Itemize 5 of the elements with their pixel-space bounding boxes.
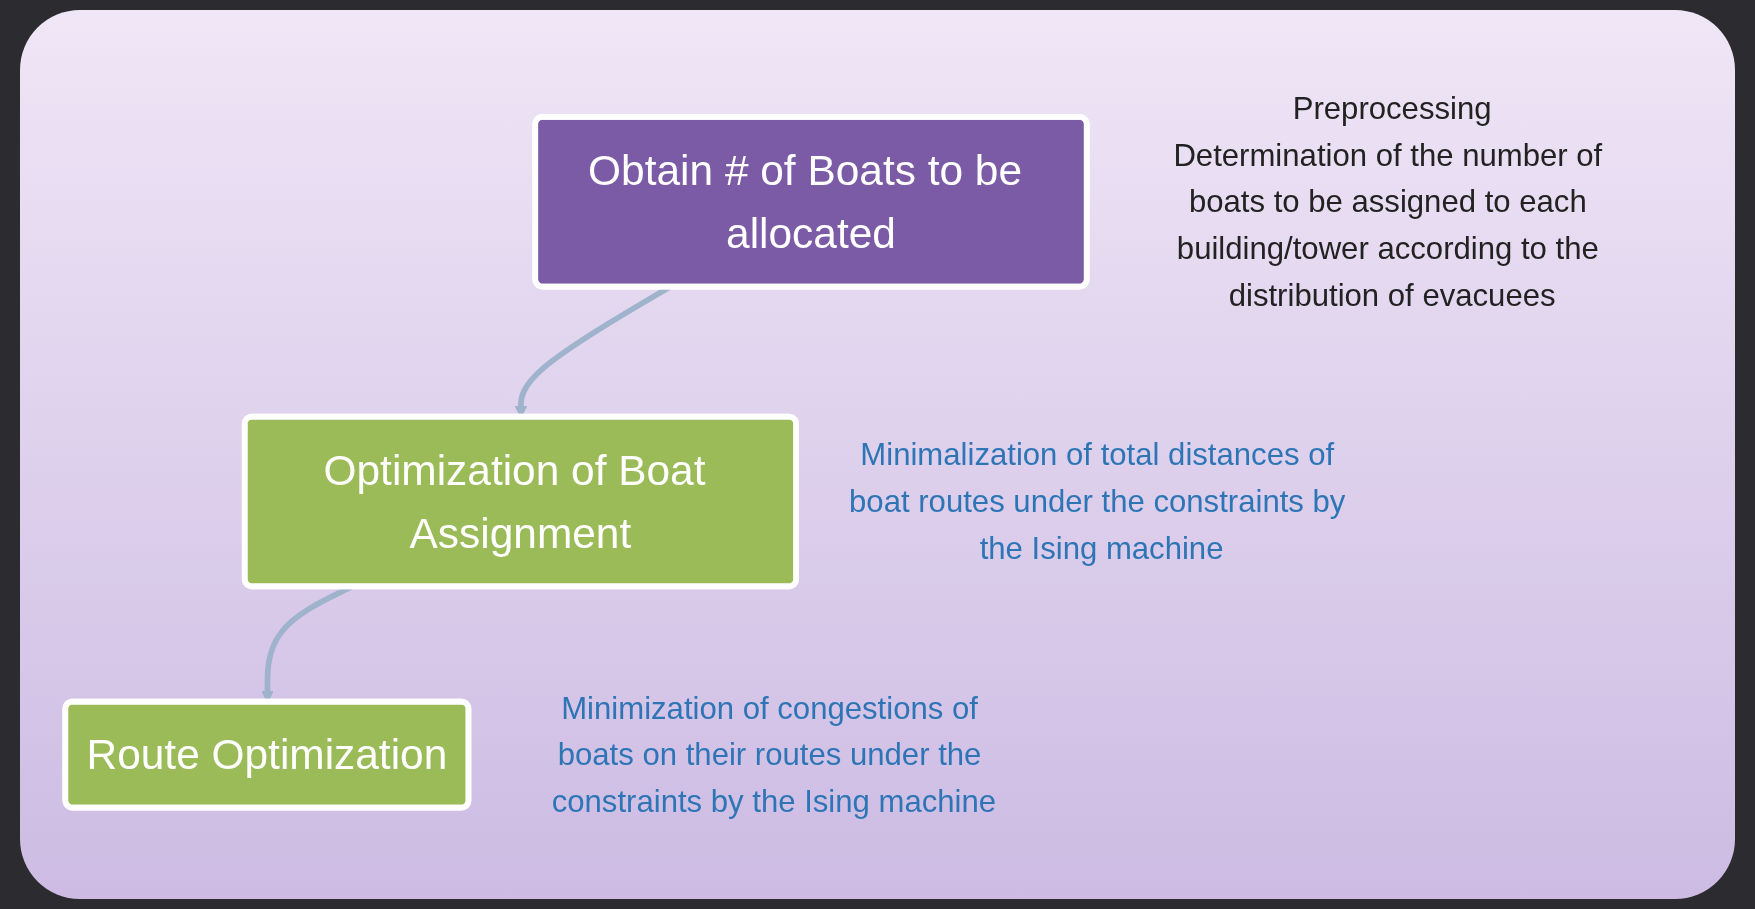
node-label: Determination of the number of boats to be assigned to each building/tower according to the distribution of evacuees: [1173, 137, 1603, 313]
node-label: Minimization of congestions of boats on their routes under the constraints by the Ising machine: [552, 689, 997, 819]
node-label: Minimalization of total distances of boat routes under the constraints by the Ising machine: [849, 436, 1346, 566]
node-label: Preprocessing: [1292, 90, 1492, 126]
slide-background: Obtain # of Boats to be allocated Preprocessing Determination of the number of boats to be assigned to each building/tower according to the distribution of evacuees Optimization of Boat Assignment Minimalization of total distances of boat routes under the constraints by the Ising machine Route Optimization Minimization of congestions of boats on their routes under the constraints by the Ising machine: [20, 10, 1735, 899]
